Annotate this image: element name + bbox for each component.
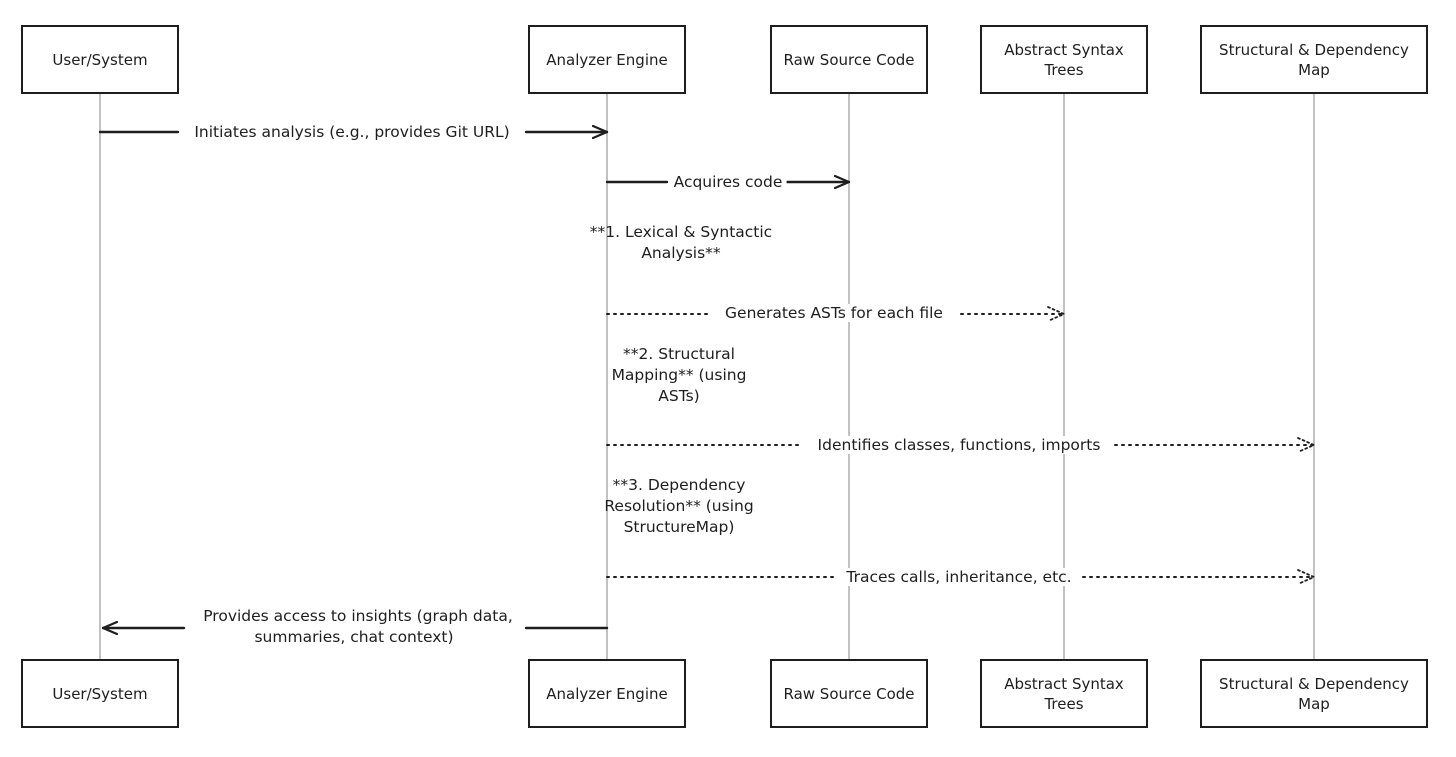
- message-text: Initiates analysis (e.g., provides Git U…: [190, 123, 514, 141]
- participant-label: Structural & Dependency Map: [1219, 40, 1409, 79]
- participant-label: Abstract Syntax Trees: [1004, 674, 1124, 713]
- participant-label: Analyzer Engine: [546, 684, 668, 703]
- participant-label: User/System: [52, 684, 148, 703]
- participant-label: Structural & Dependency Map: [1219, 674, 1409, 713]
- note-lexical-analysis: **1. Lexical & Syntactic Analysis**: [585, 222, 777, 264]
- participant-map-bottom: Structural & Dependency Map: [1200, 659, 1428, 728]
- message-text: Acquires code: [669, 173, 787, 191]
- message-label: Provides access to insights (graph data,…: [184, 606, 528, 648]
- note-text: **3. Dependency Resolution** (using Stru…: [604, 476, 754, 536]
- participant-ast-bottom: Abstract Syntax Trees: [980, 659, 1148, 728]
- message-text: Provides access to insights (graph data,…: [199, 607, 513, 646]
- participant-label: Analyzer Engine: [546, 50, 668, 69]
- message-text: Identifies classes, functions, imports: [813, 436, 1105, 454]
- note-dependency-resolution: **3. Dependency Resolution** (using Stru…: [594, 475, 764, 538]
- participant-map-top: Structural & Dependency Map: [1200, 25, 1428, 94]
- note-text: **2. Structural Mapping** (using ASTs): [611, 345, 747, 405]
- participant-source-bottom: Raw Source Code: [770, 659, 928, 728]
- participant-source-top: Raw Source Code: [770, 25, 928, 94]
- participant-label: Abstract Syntax Trees: [1004, 40, 1124, 79]
- participant-engine-top: Analyzer Engine: [528, 25, 686, 94]
- participant-engine-bottom: Analyzer Engine: [528, 659, 686, 728]
- message-text: Generates ASTs for each file: [721, 304, 947, 322]
- participant-label: User/System: [52, 50, 148, 69]
- participant-label: Raw Source Code: [783, 684, 915, 703]
- participant-user-bottom: User/System: [21, 659, 179, 728]
- participant-ast-top: Abstract Syntax Trees: [980, 25, 1148, 94]
- note-structural-mapping: **2. Structural Mapping** (using ASTs): [594, 344, 764, 407]
- note-text: **1. Lexical & Syntactic Analysis**: [589, 223, 773, 262]
- message-text: Traces calls, inheritance, etc.: [842, 568, 1076, 586]
- participant-user-top: User/System: [21, 25, 179, 94]
- participant-label: Raw Source Code: [783, 50, 915, 69]
